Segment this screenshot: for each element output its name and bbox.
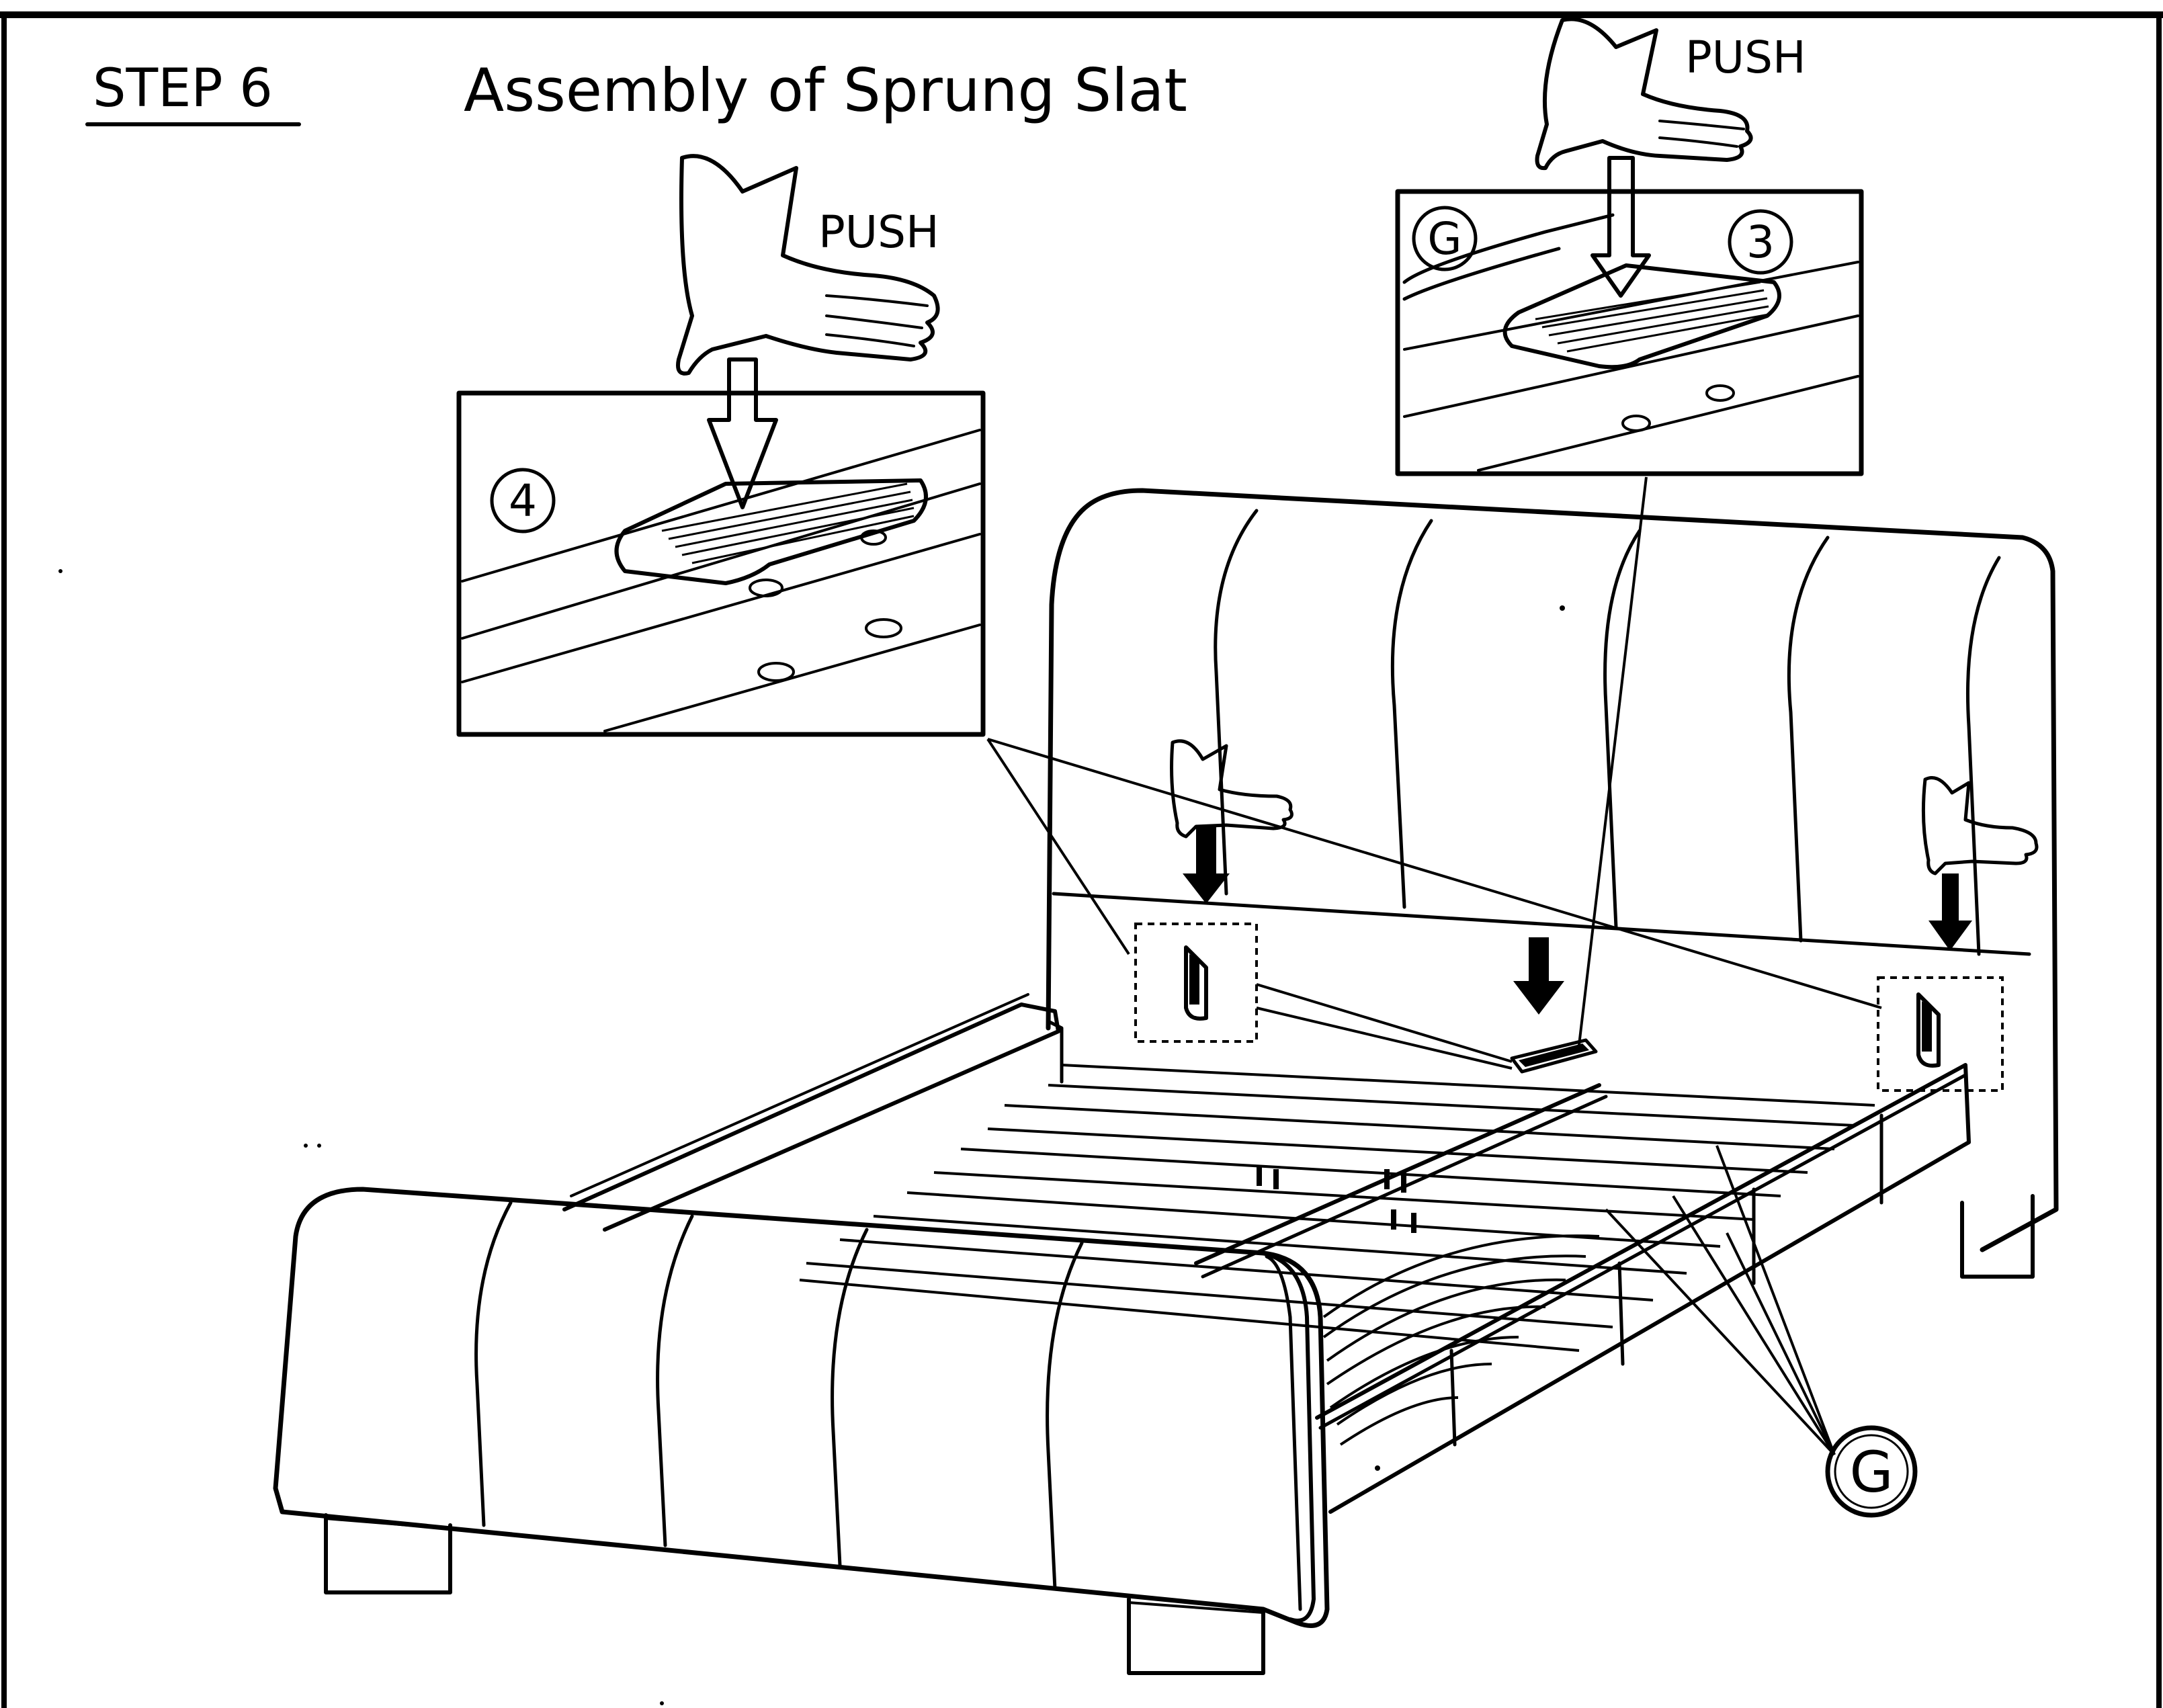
- page-frame: [0, 11, 2163, 1708]
- slat-holder-center-icon: [1510, 1038, 1598, 1074]
- hand-push-small-left-icon: [1170, 739, 1293, 839]
- detail-box-4-frame: [456, 390, 986, 737]
- detail-box-4: 4: [456, 357, 986, 737]
- push-label-left: PUSH: [818, 206, 939, 258]
- detail-box-3: G 3: [1395, 156, 1864, 476]
- callout-3-label: 3: [1746, 216, 1775, 268]
- push-label-right: PUSH: [1685, 32, 1806, 83]
- detail-zone-left: [1134, 923, 1258, 1043]
- slat-bracket-right-icon: [1916, 992, 1941, 1068]
- callout-circle-g-main-inner: [1834, 1434, 1909, 1509]
- hand-push-right-icon: [1535, 17, 1753, 171]
- step-label: STEP 6: [93, 58, 273, 119]
- callout-4-label: 4: [509, 475, 537, 527]
- bed-illustration: [273, 488, 2059, 1675]
- callout-g-main-label: G: [1849, 1439, 1893, 1505]
- hand-push-left-icon: [676, 154, 940, 376]
- callout-g-detail-label: G: [1427, 213, 1461, 265]
- detail-zone-right: [1877, 976, 2004, 1092]
- arrow-down-small-right-icon: [1928, 873, 1972, 951]
- arrow-down-small-left-icon: [1183, 826, 1230, 904]
- hand-push-small-right-icon: [1921, 776, 2039, 876]
- callout-circle-g-detail: [1412, 206, 1478, 271]
- leader-lines: [986, 476, 1882, 1456]
- slat-bracket-left-icon: [1184, 945, 1208, 1021]
- callout-circle-g-main: [1825, 1425, 1918, 1518]
- callout-circle-4: [490, 468, 556, 533]
- detail-box-3-frame: [1395, 189, 1864, 476]
- page-title: Assembly of Sprung Slat: [464, 56, 1187, 125]
- arrow-down-center-icon: [1513, 937, 1564, 1015]
- callout-circle-3: [1728, 209, 1793, 275]
- scan-specks: [58, 569, 1565, 1705]
